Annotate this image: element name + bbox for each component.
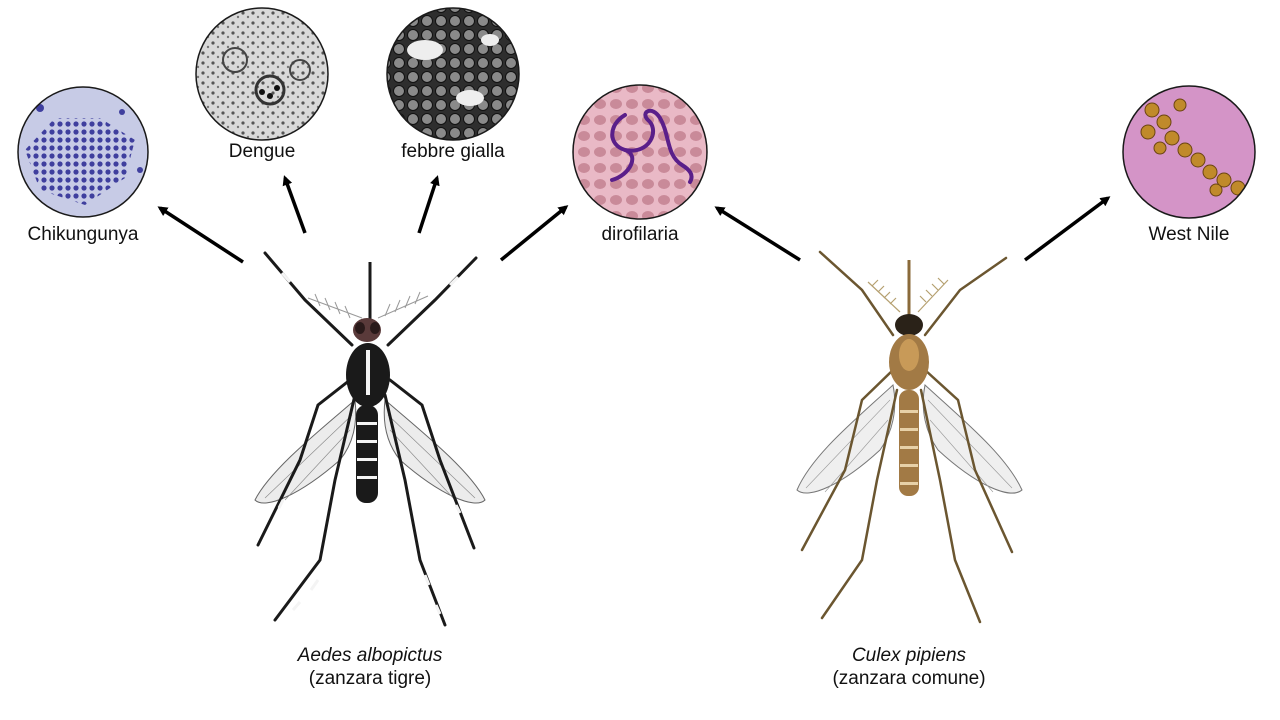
dirofilaria-micrograph	[572, 84, 708, 220]
chikungunya-micrograph	[17, 86, 149, 218]
disease-label-yellow-fever: febbre gialla	[401, 141, 505, 162]
dengue-micrograph	[195, 7, 329, 141]
culex-pipiens-illustration	[796, 250, 1023, 624]
west-nile-micrograph	[1122, 85, 1256, 219]
disease-label-west-nile: West Nile	[1148, 224, 1230, 245]
arrows	[157, 175, 1111, 264]
species-caption-culex: Culex pipiens (zanzara comune)	[832, 644, 985, 690]
arrow-aedes-chikungunya	[157, 206, 244, 264]
aedes-scientific-name: Aedes albopictus	[297, 645, 443, 666]
species-caption-aedes: Aedes albopictus (zanzara tigre)	[298, 644, 443, 690]
arrow-aedes-dirofilaria	[499, 205, 569, 262]
aedes-common-name: (zanzara tigre)	[308, 668, 432, 689]
disease-label-chikungunya: Chikungunya	[27, 224, 139, 245]
aedes-albopictus-illustration	[254, 251, 486, 627]
arrow-culex-dirofilaria	[714, 206, 801, 262]
arrow-aedes-yellow-fever	[417, 175, 440, 234]
culex-scientific-name: Culex pipiens	[851, 645, 967, 666]
yellow-fever-micrograph	[386, 7, 520, 141]
arrow-culex-west-nile	[1023, 196, 1111, 262]
culex-common-name: (zanzara comune)	[832, 668, 986, 689]
arrow-aedes-dengue	[282, 175, 307, 234]
disease-label-dirofilaria: dirofilaria	[601, 224, 679, 245]
disease-label-dengue: Dengue	[228, 141, 296, 162]
